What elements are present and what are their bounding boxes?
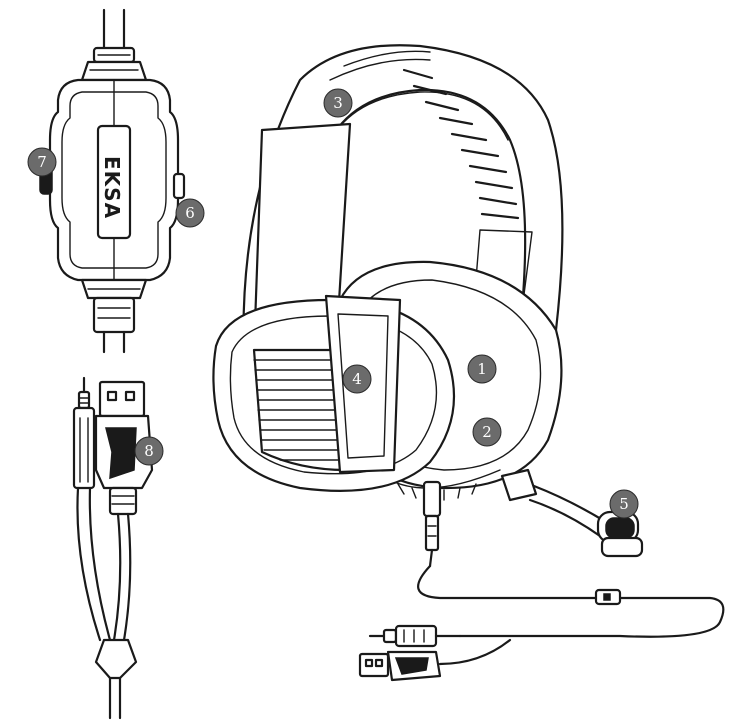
- svg-text:7: 7: [37, 153, 47, 171]
- headset-cable: [358, 480, 725, 682]
- microphone-boom: [500, 468, 644, 558]
- callout-3: 3: [323, 88, 353, 118]
- svg-text:6: 6: [185, 204, 195, 222]
- svg-text:2: 2: [482, 423, 492, 441]
- callout-4: 4: [342, 364, 372, 394]
- callout-6: 6: [175, 198, 205, 228]
- svg-text:8: 8: [144, 442, 154, 460]
- splitter-cable: [72, 376, 154, 720]
- callouts: 1 2 3 4 5 6 7 8: [27, 88, 639, 519]
- callout-2: 2: [472, 417, 502, 447]
- headband-grille: [402, 68, 520, 220]
- callout-1: 1: [467, 354, 497, 384]
- svg-text:1: 1: [477, 360, 487, 378]
- brand-logo: EKSA: [100, 156, 124, 219]
- svg-text:5: 5: [619, 495, 629, 513]
- inline-control-unit: EKSA: [39, 8, 186, 354]
- svg-text:4: 4: [352, 370, 362, 388]
- earcup-grille-lines: [253, 359, 347, 461]
- callout-5: 5: [609, 489, 639, 519]
- headset: [212, 44, 725, 682]
- svg-text:3: 3: [333, 94, 343, 112]
- callout-7: 7: [27, 147, 57, 177]
- callout-8: 8: [134, 436, 164, 466]
